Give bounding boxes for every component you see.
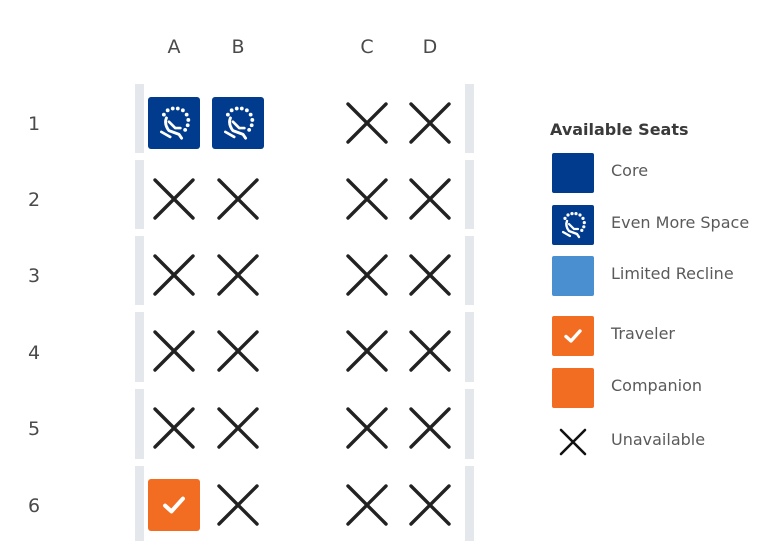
seat-2d-unavailable <box>404 173 456 225</box>
seat-4a-unavailable <box>148 325 200 377</box>
x-icon <box>409 178 451 220</box>
x-icon <box>552 422 594 462</box>
checkmark-icon <box>163 496 185 514</box>
seat-2c-unavailable <box>341 173 393 225</box>
right-cabin-wall <box>465 84 474 153</box>
left-cabin-wall <box>135 466 144 541</box>
seat-5a-unavailable <box>148 402 200 454</box>
x-icon <box>153 330 195 372</box>
x-icon <box>346 484 388 526</box>
legend-label-even-more-space: Even More Space <box>611 213 750 232</box>
row-label-6: 6 <box>27 495 41 517</box>
legend-label-unavailable: Unavailable <box>611 430 706 449</box>
seat-5d-unavailable <box>404 402 456 454</box>
seat-3c-unavailable <box>341 249 393 301</box>
limited-recline-swatch <box>552 256 594 296</box>
x-icon <box>409 102 451 144</box>
x-icon <box>153 407 195 449</box>
seat-4b-unavailable <box>212 325 264 377</box>
legend-item-limited-recline: Limited Recline <box>550 256 770 296</box>
seat-4d-unavailable <box>404 325 456 377</box>
row-label-5: 5 <box>27 418 41 440</box>
seat-1c-unavailable <box>341 97 393 149</box>
x-icon <box>409 330 451 372</box>
x-icon <box>346 407 388 449</box>
seat-6d-unavailable <box>404 479 456 531</box>
seat-6a-traveler[interactable] <box>148 479 200 531</box>
left-cabin-wall <box>135 160 144 229</box>
left-cabin-wall <box>135 312 144 382</box>
legend-item-companion: Companion <box>550 368 770 408</box>
seat-5c-unavailable <box>341 402 393 454</box>
seat-1b-even-more-space[interactable] <box>212 97 264 149</box>
right-cabin-wall <box>465 160 474 229</box>
left-cabin-wall <box>135 84 144 153</box>
legend-label-limited-recline: Limited Recline <box>611 264 734 283</box>
x-icon <box>409 254 451 296</box>
legend-label-traveler: Traveler <box>611 324 675 343</box>
seat-6c-unavailable <box>341 479 393 531</box>
seat-1d-unavailable <box>404 97 456 149</box>
right-cabin-wall <box>465 389 474 459</box>
row-label-2: 2 <box>27 189 41 211</box>
seat-3d-unavailable <box>404 249 456 301</box>
seat-5b-unavailable <box>212 402 264 454</box>
x-icon <box>217 254 259 296</box>
legend-label-companion: Companion <box>611 376 703 395</box>
x-icon <box>217 484 259 526</box>
seat-1a-even-more-space[interactable] <box>148 97 200 149</box>
row-label-3: 3 <box>27 265 41 287</box>
left-cabin-wall <box>135 389 144 459</box>
column-header-a: A <box>167 36 181 58</box>
right-cabin-wall <box>465 236 474 305</box>
column-header-d: D <box>422 36 438 58</box>
reclined-seat-icon <box>160 106 191 140</box>
x-icon <box>409 407 451 449</box>
column-header-c: C <box>360 36 374 58</box>
x-icon <box>346 178 388 220</box>
right-cabin-wall <box>465 466 474 541</box>
x-icon <box>346 102 388 144</box>
x-icon <box>217 330 259 372</box>
reclined-seat-icon <box>224 106 255 140</box>
x-icon <box>217 178 259 220</box>
row-label-1: 1 <box>27 113 41 135</box>
seat-2b-unavailable <box>212 173 264 225</box>
legend-item-even-more-space: Even More Space <box>550 205 770 245</box>
legend-label-core: Core <box>611 161 649 180</box>
seat-6b-unavailable <box>212 479 264 531</box>
checkmark-icon <box>552 316 594 356</box>
core-swatch <box>552 153 594 193</box>
reclined-seat-icon <box>552 205 594 245</box>
column-header-b: B <box>231 36 245 58</box>
seat-3a-unavailable <box>148 249 200 301</box>
left-cabin-wall <box>135 236 144 305</box>
companion-swatch <box>552 368 594 408</box>
seat-2a-unavailable <box>148 173 200 225</box>
legend-item-traveler: Traveler <box>550 316 770 356</box>
right-cabin-wall <box>465 312 474 382</box>
legend-title: Available Seats <box>550 120 689 139</box>
x-icon <box>409 484 451 526</box>
legend-item-unavailable: Unavailable <box>550 422 770 462</box>
seat-3b-unavailable <box>212 249 264 301</box>
x-icon <box>153 178 195 220</box>
x-icon <box>346 254 388 296</box>
x-icon <box>346 330 388 372</box>
x-icon <box>217 407 259 449</box>
row-label-4: 4 <box>27 342 41 364</box>
legend-item-core: Core <box>550 153 770 193</box>
x-icon <box>153 254 195 296</box>
seat-4c-unavailable <box>341 325 393 377</box>
